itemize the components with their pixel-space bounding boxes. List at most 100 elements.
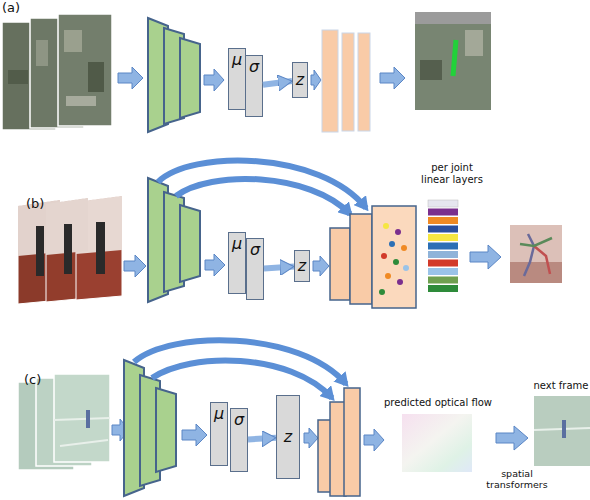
flow-arrow xyxy=(182,424,207,446)
joint-bar xyxy=(428,260,458,267)
court-line xyxy=(54,418,110,420)
player-silhouette xyxy=(562,420,566,438)
decoder-layer xyxy=(342,33,354,131)
distribution-box: σ xyxy=(230,408,248,472)
joint-bar xyxy=(428,226,458,233)
joint-bar xyxy=(428,200,458,207)
panel-label: (c) xyxy=(24,372,54,388)
aerial-roof xyxy=(465,30,483,56)
joint-bar xyxy=(428,268,458,275)
aerial-tree xyxy=(8,70,28,84)
decoder-layer xyxy=(322,30,338,132)
aerial-road xyxy=(66,96,96,106)
decoder-layer xyxy=(344,388,360,496)
encoder-layer xyxy=(180,38,200,118)
per-joint-bars xyxy=(428,200,458,292)
joint-dots xyxy=(379,223,409,295)
annotation-text: per joint linear layers xyxy=(420,162,484,186)
flow-connector xyxy=(248,438,276,440)
decoder-layer xyxy=(350,214,372,304)
joint-dot xyxy=(395,229,401,235)
flow-arrow xyxy=(118,67,143,89)
flow-arrow xyxy=(470,245,501,269)
joint-bar xyxy=(428,277,458,284)
distribution-box: σ xyxy=(246,238,264,300)
joint-bar xyxy=(428,209,458,216)
pose-skeleton xyxy=(534,246,550,274)
aerial-output-band xyxy=(415,12,491,24)
flow-connector xyxy=(264,267,294,269)
skip-connection xyxy=(176,179,350,214)
flow-arrow xyxy=(124,255,146,277)
tennis-input-frames xyxy=(18,374,110,470)
distribution-box: μ xyxy=(228,232,246,294)
distribution-box: μ xyxy=(210,402,228,466)
joint-dot xyxy=(385,273,391,279)
flow-arrow xyxy=(313,256,329,276)
joint-dot xyxy=(389,241,395,247)
aerial-output-image xyxy=(415,12,491,110)
flow-arrow xyxy=(364,429,384,451)
pose-output xyxy=(510,225,562,283)
joint-bar xyxy=(428,234,458,241)
annotation-text: spatial transformers xyxy=(486,468,548,491)
aerial-tree xyxy=(88,62,104,92)
court-line xyxy=(60,440,108,446)
latent-box: z xyxy=(294,250,310,282)
pose-output-floor xyxy=(510,262,562,283)
encoder-layer xyxy=(180,205,200,282)
aerial-frame xyxy=(58,14,112,126)
flow-arrow xyxy=(205,254,225,276)
latent-box: z xyxy=(292,62,308,98)
joint-dot xyxy=(401,245,407,251)
next-frame-image xyxy=(534,396,590,466)
flow-arrow xyxy=(496,426,528,450)
predicted-trajectory xyxy=(453,40,456,76)
tennis-frame xyxy=(54,374,110,462)
node-text: z xyxy=(296,72,304,88)
joint-dot xyxy=(381,253,387,259)
aerial-roof xyxy=(64,30,82,52)
aerial-output xyxy=(415,12,491,110)
node-text: σ xyxy=(250,242,260,258)
flow-connector xyxy=(263,81,292,85)
flow-arrow xyxy=(304,428,318,448)
next-frame-photo xyxy=(534,396,590,466)
aerial-tree xyxy=(420,60,442,80)
joint-dot xyxy=(403,265,409,271)
latent-box: z xyxy=(276,395,300,479)
pose-skeleton xyxy=(524,234,534,276)
annotation-text: next frame xyxy=(526,380,590,392)
optical-flow-image xyxy=(402,414,472,472)
node-text: z xyxy=(284,429,292,445)
flow-arrow xyxy=(311,70,321,90)
flow-arrow xyxy=(204,69,224,91)
joint-bar xyxy=(428,217,458,224)
node-text: μ xyxy=(232,52,242,68)
panel-label: (b) xyxy=(26,196,56,212)
encoder-layer xyxy=(156,388,176,472)
node-text: z xyxy=(298,258,306,274)
person-silhouette xyxy=(36,226,44,276)
node-text: μ xyxy=(232,236,242,252)
node-text: μ xyxy=(214,406,224,422)
player-silhouette xyxy=(86,410,90,428)
distribution-box: σ xyxy=(245,55,263,117)
person-silhouette xyxy=(96,222,105,274)
decoder-layer xyxy=(358,33,370,131)
aerial-input-frames xyxy=(2,14,112,130)
node-text: σ xyxy=(249,59,259,75)
decoder-layer xyxy=(330,228,350,300)
person-silhouette xyxy=(64,224,72,274)
skip-connection xyxy=(152,360,332,398)
pose-output-image xyxy=(510,225,562,283)
joint-dot xyxy=(383,223,389,229)
node-text: σ xyxy=(234,412,244,428)
panel-label: (a) xyxy=(2,0,32,16)
distribution-box: μ xyxy=(228,48,246,110)
joint-dot xyxy=(379,289,385,295)
joint-dot xyxy=(397,279,403,285)
aerial-roof xyxy=(36,40,48,66)
joint-heatmap-layer xyxy=(372,206,416,308)
